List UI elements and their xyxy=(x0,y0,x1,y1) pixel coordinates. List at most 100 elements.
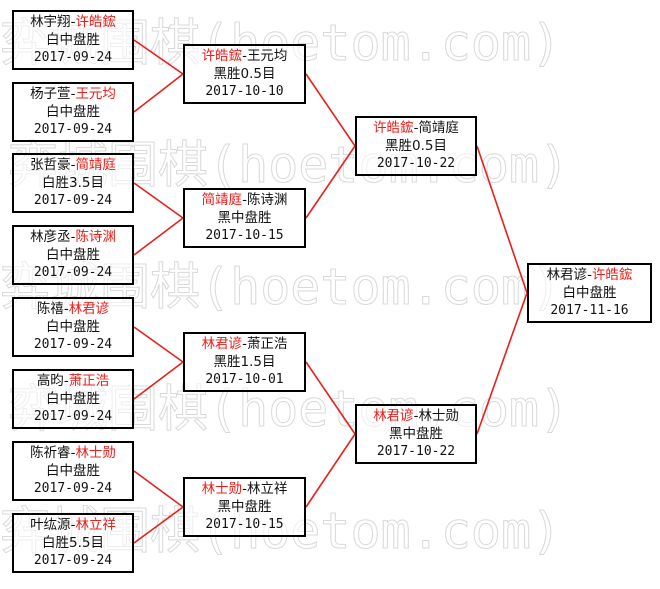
match-date: 2017-11-16 xyxy=(550,303,629,318)
player-separator: - xyxy=(70,14,76,30)
player-separator: - xyxy=(63,301,69,317)
match-result: 白中盘胜 xyxy=(46,319,100,335)
player-two: 林士勋 xyxy=(75,445,116,461)
connector-round2-1 xyxy=(305,73,356,147)
match-result: 黑中盘胜 xyxy=(217,210,272,226)
match-players: 林君谚-许皓鋐 xyxy=(547,266,633,284)
match-date: 2017-09-24 xyxy=(33,50,113,65)
match-result: 黑胜0.5目 xyxy=(213,66,276,82)
match-box-round2-1: 许皓鋐-王元均黑胜0.5目 2017-10-10 xyxy=(183,44,306,104)
match-players: 叶纮源-林立祥 xyxy=(30,516,116,534)
match-date: 2017-10-15 xyxy=(205,517,284,532)
match-players: 许皓鋐-王元均 xyxy=(202,47,288,65)
match-result: 白中盘胜 xyxy=(46,104,100,120)
player-one: 许皓鋐 xyxy=(373,120,414,136)
connector-round1-2 xyxy=(133,73,184,113)
connector-round3-1 xyxy=(476,145,528,294)
player-one: 简靖庭 xyxy=(201,192,243,208)
match-date: 2017-09-24 xyxy=(33,553,113,568)
match-players: 杨子萱-王元均 xyxy=(30,85,116,103)
player-one: 林士勋 xyxy=(201,481,243,497)
player-separator: - xyxy=(242,192,247,208)
match-box-final-1: 林君谚-许皓鋐白中盘胜 2017-11-16 xyxy=(527,263,652,323)
connector-round1-8 xyxy=(133,506,184,544)
player-two: 许皓鋐 xyxy=(591,267,633,283)
player-one: 林君谚 xyxy=(546,267,588,283)
match-date: 2017-09-24 xyxy=(33,481,113,496)
match-result: 黑胜0.5目 xyxy=(385,138,447,154)
player-separator: - xyxy=(70,517,76,533)
player-one: 高昀 xyxy=(36,373,64,389)
player-one: 张哲豪 xyxy=(30,157,71,173)
connector-round3-2 xyxy=(476,292,528,435)
match-result: 白中盘胜 xyxy=(562,285,617,301)
player-two: 许皓鋐 xyxy=(75,14,116,30)
match-players: 林士勋-林立祥 xyxy=(202,480,288,498)
player-one: 林彦丞 xyxy=(30,229,71,245)
match-date: 2017-10-22 xyxy=(376,444,456,459)
player-separator: - xyxy=(70,157,76,173)
player-two: 萧正浩 xyxy=(246,336,288,352)
player-one: 杨子萱 xyxy=(30,86,71,102)
connector-round2-3 xyxy=(305,361,356,435)
match-result: 白胜5.5目 xyxy=(42,535,104,551)
match-date: 2017-10-01 xyxy=(205,372,284,387)
player-two: 王元均 xyxy=(75,86,116,102)
match-result: 白中盘胜 xyxy=(46,391,100,407)
player-separator: - xyxy=(413,120,419,136)
match-players: 高昀-萧正浩 xyxy=(37,372,109,390)
player-separator: - xyxy=(70,229,76,245)
player-two: 林立祥 xyxy=(246,481,288,497)
connector-round1-6 xyxy=(133,361,184,400)
player-separator: - xyxy=(242,336,247,352)
player-one: 林宇翔 xyxy=(30,14,71,30)
match-players: 简靖庭-陈诗渊 xyxy=(202,191,288,209)
player-separator: - xyxy=(70,445,76,461)
player-one: 叶纮源 xyxy=(30,517,71,533)
match-players: 陈祈睿-林士勋 xyxy=(30,444,116,462)
player-two: 萧正浩 xyxy=(68,373,110,389)
connector-round2-4 xyxy=(305,433,356,508)
player-two: 王元均 xyxy=(246,48,288,64)
player-two: 简靖庭 xyxy=(418,120,459,136)
match-players: 林君谚-林士勋 xyxy=(373,407,459,425)
player-one: 林君谚 xyxy=(373,408,414,424)
match-players: 张哲豪-简靖庭 xyxy=(30,156,116,174)
connector-round1-7 xyxy=(133,470,184,508)
match-result: 白胜3.5目 xyxy=(42,175,104,191)
player-two: 林立祥 xyxy=(75,517,116,533)
match-players: 林君谚-萧正浩 xyxy=(202,335,288,353)
player-two: 陈诗渊 xyxy=(75,229,116,245)
player-separator: - xyxy=(63,373,69,389)
match-players: 林彦丞-陈诗渊 xyxy=(30,228,116,246)
match-date: 2017-09-24 xyxy=(33,265,113,280)
player-two: 林士勋 xyxy=(418,408,459,424)
match-date: 2017-09-24 xyxy=(33,409,113,424)
player-separator: - xyxy=(70,86,76,102)
player-one: 陈禧 xyxy=(36,301,64,317)
connector-round2-2 xyxy=(305,145,356,219)
match-date: 2017-10-10 xyxy=(205,84,284,99)
player-separator: - xyxy=(242,481,247,497)
player-one: 林君谚 xyxy=(201,336,243,352)
connector-round1-3 xyxy=(133,182,184,219)
match-result: 白中盘胜 xyxy=(46,247,100,263)
player-one: 陈祈睿 xyxy=(30,445,71,461)
connector-round1-4 xyxy=(133,217,184,256)
match-result: 黑中盘胜 xyxy=(217,499,272,515)
player-one: 许皓鋐 xyxy=(201,48,243,64)
connector-round1-5 xyxy=(133,326,184,363)
match-result: 黑胜1.5目 xyxy=(213,354,276,370)
